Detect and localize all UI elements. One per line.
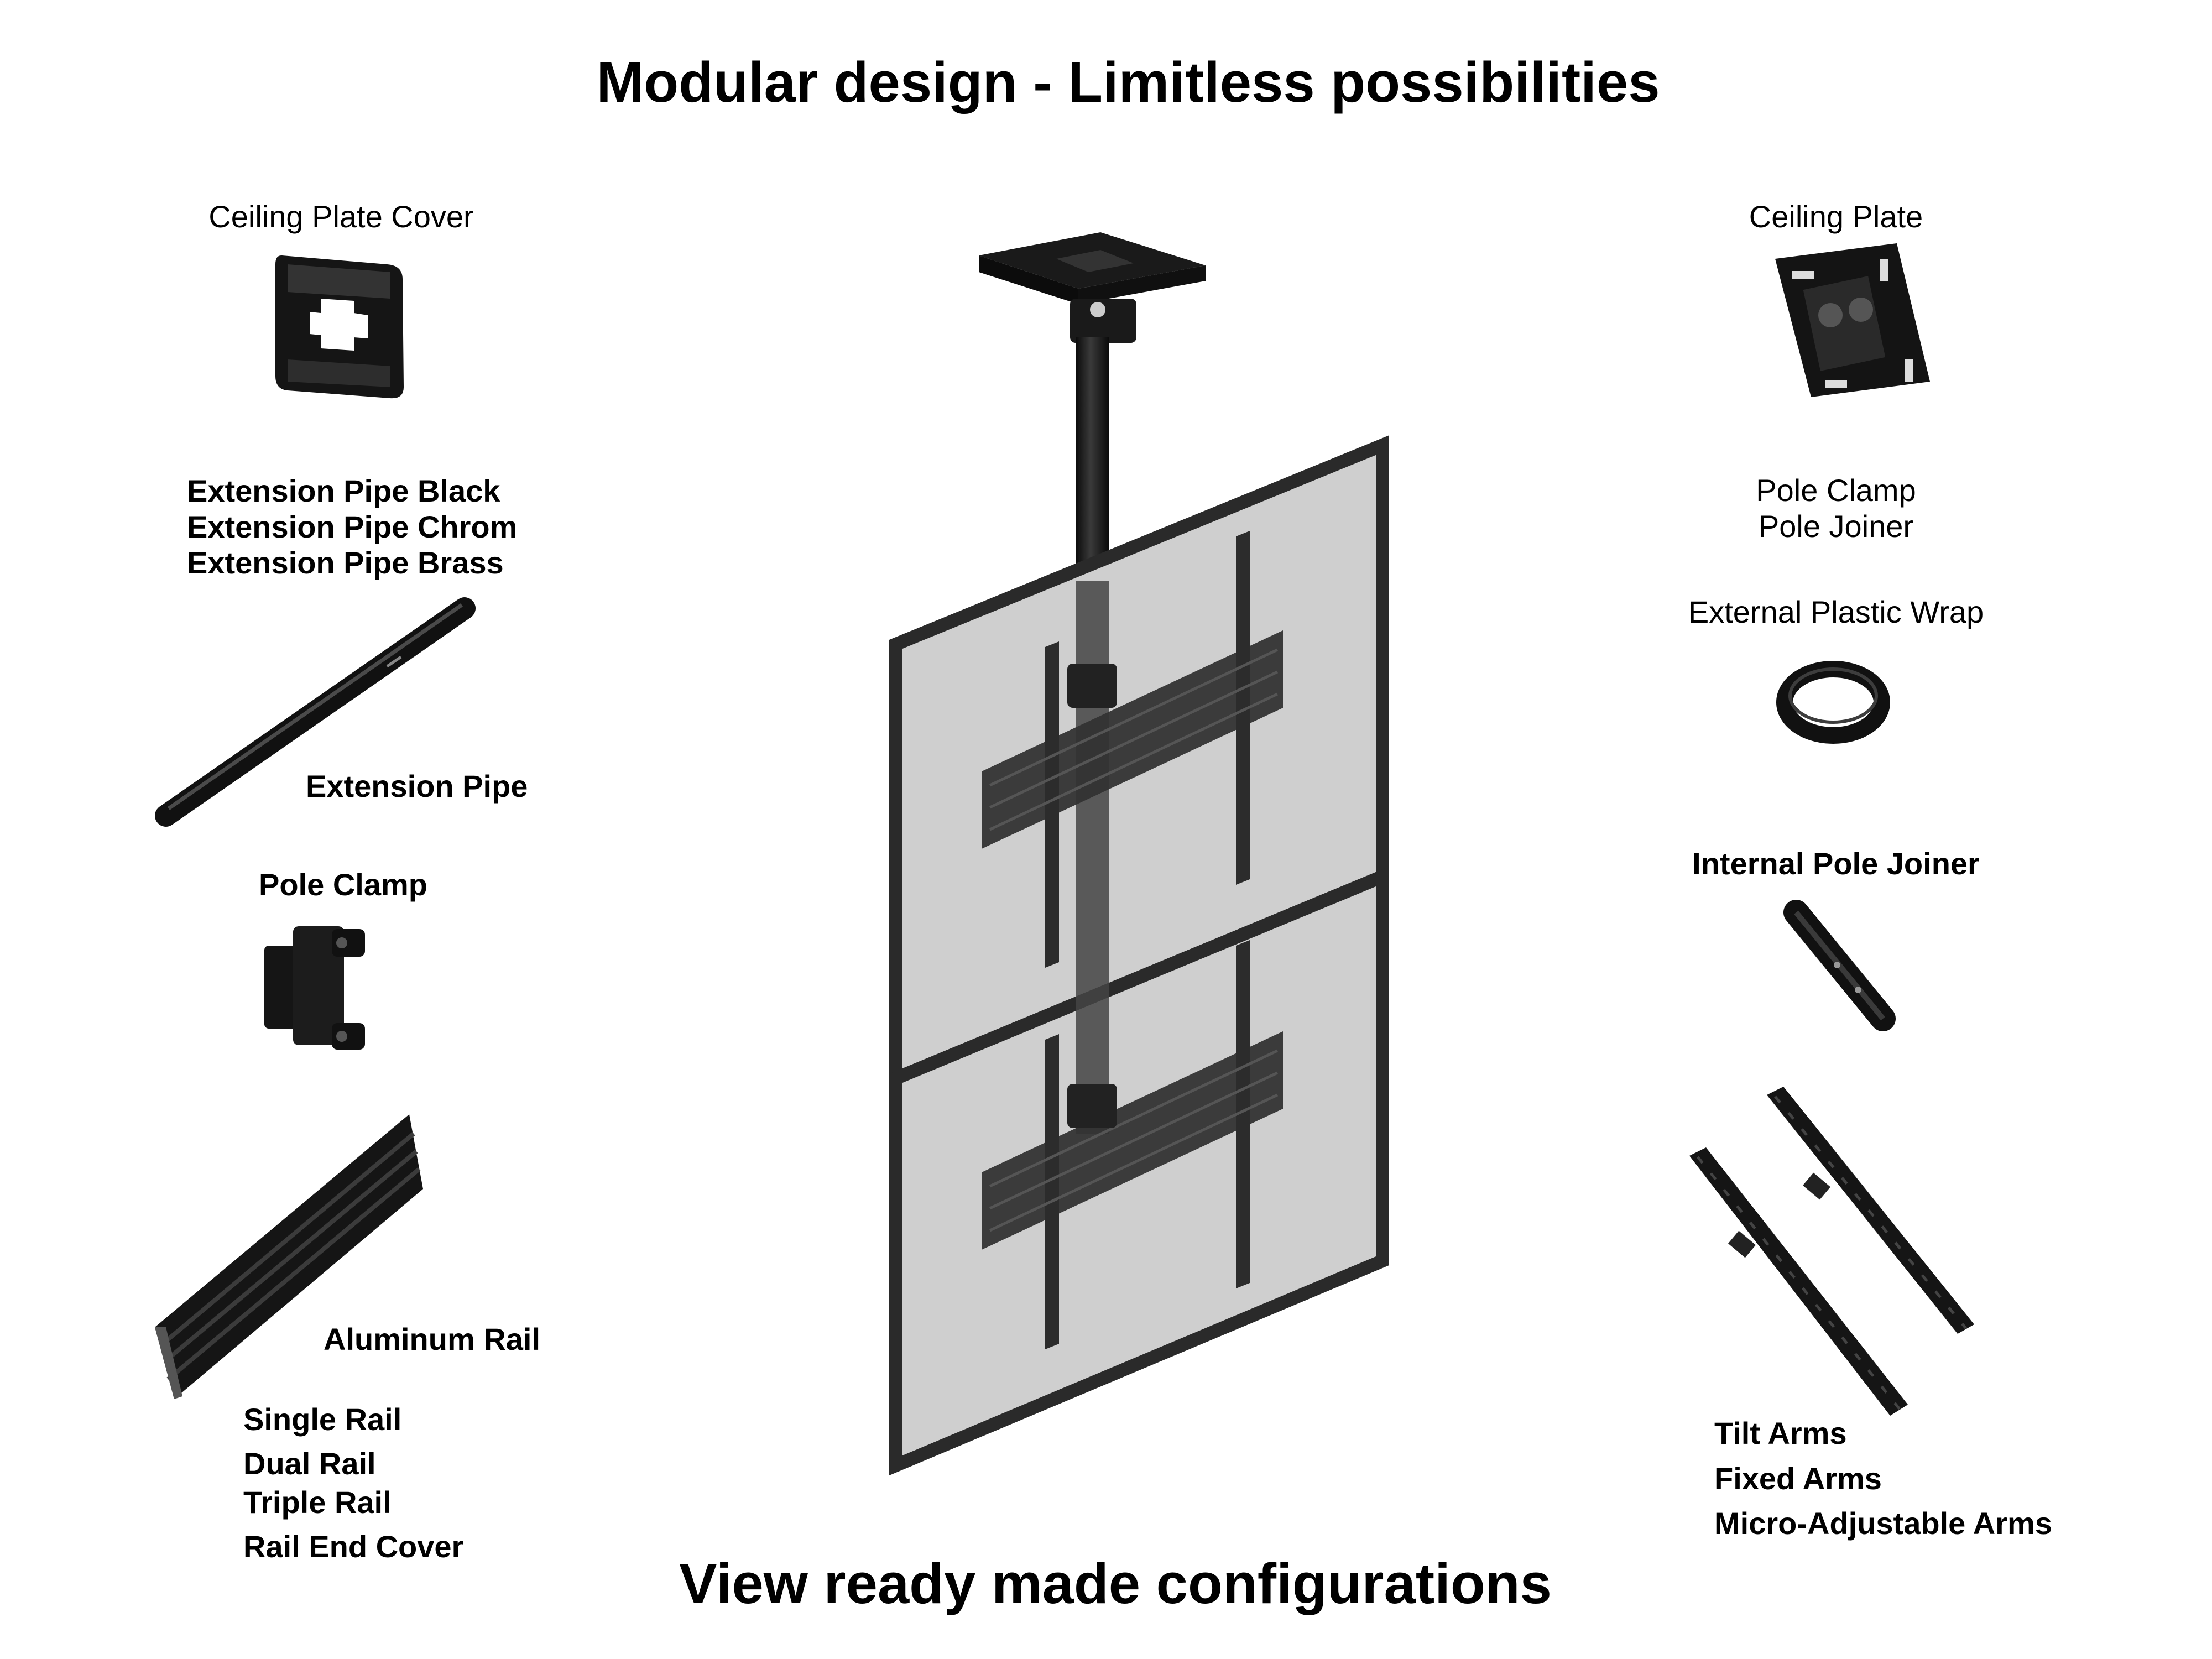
ceiling-mount-assembly-icon	[889, 232, 1389, 1476]
label-pole-joiner: Pole Joiner	[1758, 509, 1914, 544]
label-extension-pipe: Extension Pipe	[306, 769, 528, 804]
label-pole-clamp: Pole Clamp	[259, 867, 427, 902]
extension-pipe-finish-list: Extension Pipe Black Extension Pipe Chro…	[187, 473, 517, 581]
pole-clamp-icon	[264, 926, 365, 1050]
plastic-wrap-icon	[1776, 661, 1890, 744]
extension-pipe-icon	[155, 597, 476, 827]
internal-pole-joiner-icon	[1783, 900, 1896, 1031]
label-aluminum-rail: Aluminum Rail	[324, 1322, 541, 1357]
label-pole-clamp-right: Pole Clamp	[1756, 473, 1916, 508]
label-ceiling-plate-cover: Ceiling Plate Cover	[208, 199, 474, 234]
arm-option-micro-adjustable: Micro-Adjustable Arms	[1714, 1506, 2052, 1541]
rail-option-dual: Dual Rail	[243, 1446, 376, 1481]
rail-option-single: Single Rail	[243, 1402, 402, 1437]
label-internal-pole-joiner: Internal Pole Joiner	[1692, 846, 1980, 881]
arm-option-tilt: Tilt Arms	[1714, 1416, 1847, 1451]
arm-option-fixed: Fixed Arms	[1714, 1461, 1882, 1496]
rail-option-triple: Triple Rail	[243, 1485, 392, 1520]
rail-option-end-cover: Rail End Cover	[243, 1529, 464, 1564]
page-title: Modular design - Limitless possibilities	[596, 50, 1660, 114]
ceiling-plate-cover-icon	[275, 255, 404, 399]
list-item: Extension Pipe Brass	[187, 545, 504, 580]
aluminum-rail-icon	[155, 1114, 423, 1399]
ceiling-plate-icon	[1775, 243, 1930, 397]
list-item: Extension Pipe Chrom	[187, 509, 518, 544]
arms-icon	[1689, 1087, 1974, 1416]
label-ceiling-plate: Ceiling Plate	[1749, 199, 1923, 234]
label-external-plastic-wrap: External Plastic Wrap	[1688, 594, 1984, 629]
list-item: Extension Pipe Black	[187, 473, 500, 508]
view-configurations-link[interactable]: View ready made configurations	[679, 1552, 1552, 1615]
